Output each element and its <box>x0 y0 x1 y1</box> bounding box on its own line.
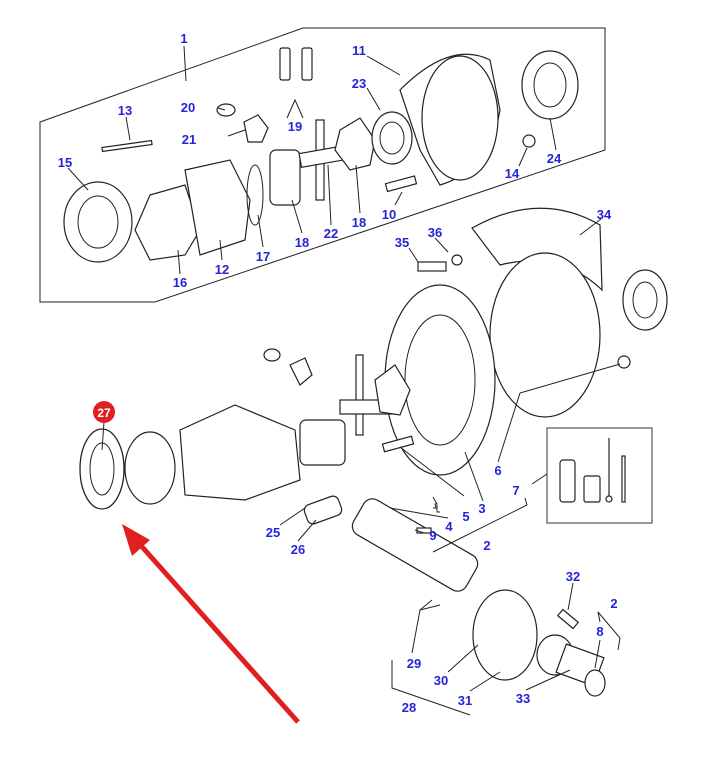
label-11[interactable]: 11 <box>352 43 366 58</box>
middle-parts <box>79 207 668 510</box>
label-6[interactable]: 6 <box>494 463 501 478</box>
upper-parts <box>63 47 579 263</box>
label-33[interactable]: 33 <box>516 691 530 706</box>
label-8[interactable]: 8 <box>596 624 603 639</box>
label-25[interactable]: 25 <box>266 525 280 540</box>
label-2[interactable]: 2 <box>483 538 490 553</box>
label-31[interactable]: 31 <box>458 693 472 708</box>
label-19[interactable]: 19 <box>288 119 302 134</box>
label-16[interactable]: 16 <box>173 275 187 290</box>
part-27-seal <box>79 428 125 510</box>
label-18[interactable]: 18 <box>295 235 309 250</box>
label-10[interactable]: 10 <box>382 207 396 222</box>
label-15[interactable]: 15 <box>58 155 72 170</box>
label-30[interactable]: 30 <box>434 673 448 688</box>
label-26[interactable]: 26 <box>291 542 305 557</box>
label-1[interactable]: 1 <box>180 31 187 46</box>
label-5[interactable]: 5 <box>462 509 469 524</box>
label-28[interactable]: 28 <box>402 700 416 715</box>
label-32[interactable]: 32 <box>566 569 580 584</box>
label-35[interactable]: 35 <box>395 235 409 250</box>
label-24[interactable]: 24 <box>547 151 562 166</box>
label-9[interactable]: 9 <box>429 528 436 543</box>
label-4[interactable]: 4 <box>445 519 453 534</box>
label-13[interactable]: 13 <box>118 103 132 118</box>
kit-items <box>559 438 626 503</box>
label-36[interactable]: 36 <box>428 225 442 240</box>
label-23[interactable]: 23 <box>352 76 366 91</box>
label-3[interactable]: 3 <box>478 501 485 516</box>
label-2[interactable]: 2 <box>610 596 617 611</box>
label-20[interactable]: 20 <box>181 100 195 115</box>
label-22[interactable]: 22 <box>324 226 338 241</box>
part-27-highlight-badge[interactable] <box>93 401 115 423</box>
highlight-arrow <box>122 524 300 724</box>
label-18[interactable]: 18 <box>352 215 366 230</box>
lower-parts <box>303 495 606 697</box>
assembly-1-frame <box>39 27 606 303</box>
label-29[interactable]: 29 <box>407 656 421 671</box>
label-27[interactable]: 27 <box>97 406 111 420</box>
label-21[interactable]: 21 <box>182 132 196 147</box>
part-labels: 1 11 23 20 13 21 19 15 14 24 10 18 22 18… <box>58 31 618 715</box>
label-14[interactable]: 14 <box>505 166 520 181</box>
label-34[interactable]: 34 <box>597 207 612 222</box>
leader-lines <box>67 55 621 716</box>
label-17[interactable]: 17 <box>256 249 270 264</box>
label-12[interactable]: 12 <box>215 262 229 277</box>
label-7[interactable]: 7 <box>512 483 519 498</box>
